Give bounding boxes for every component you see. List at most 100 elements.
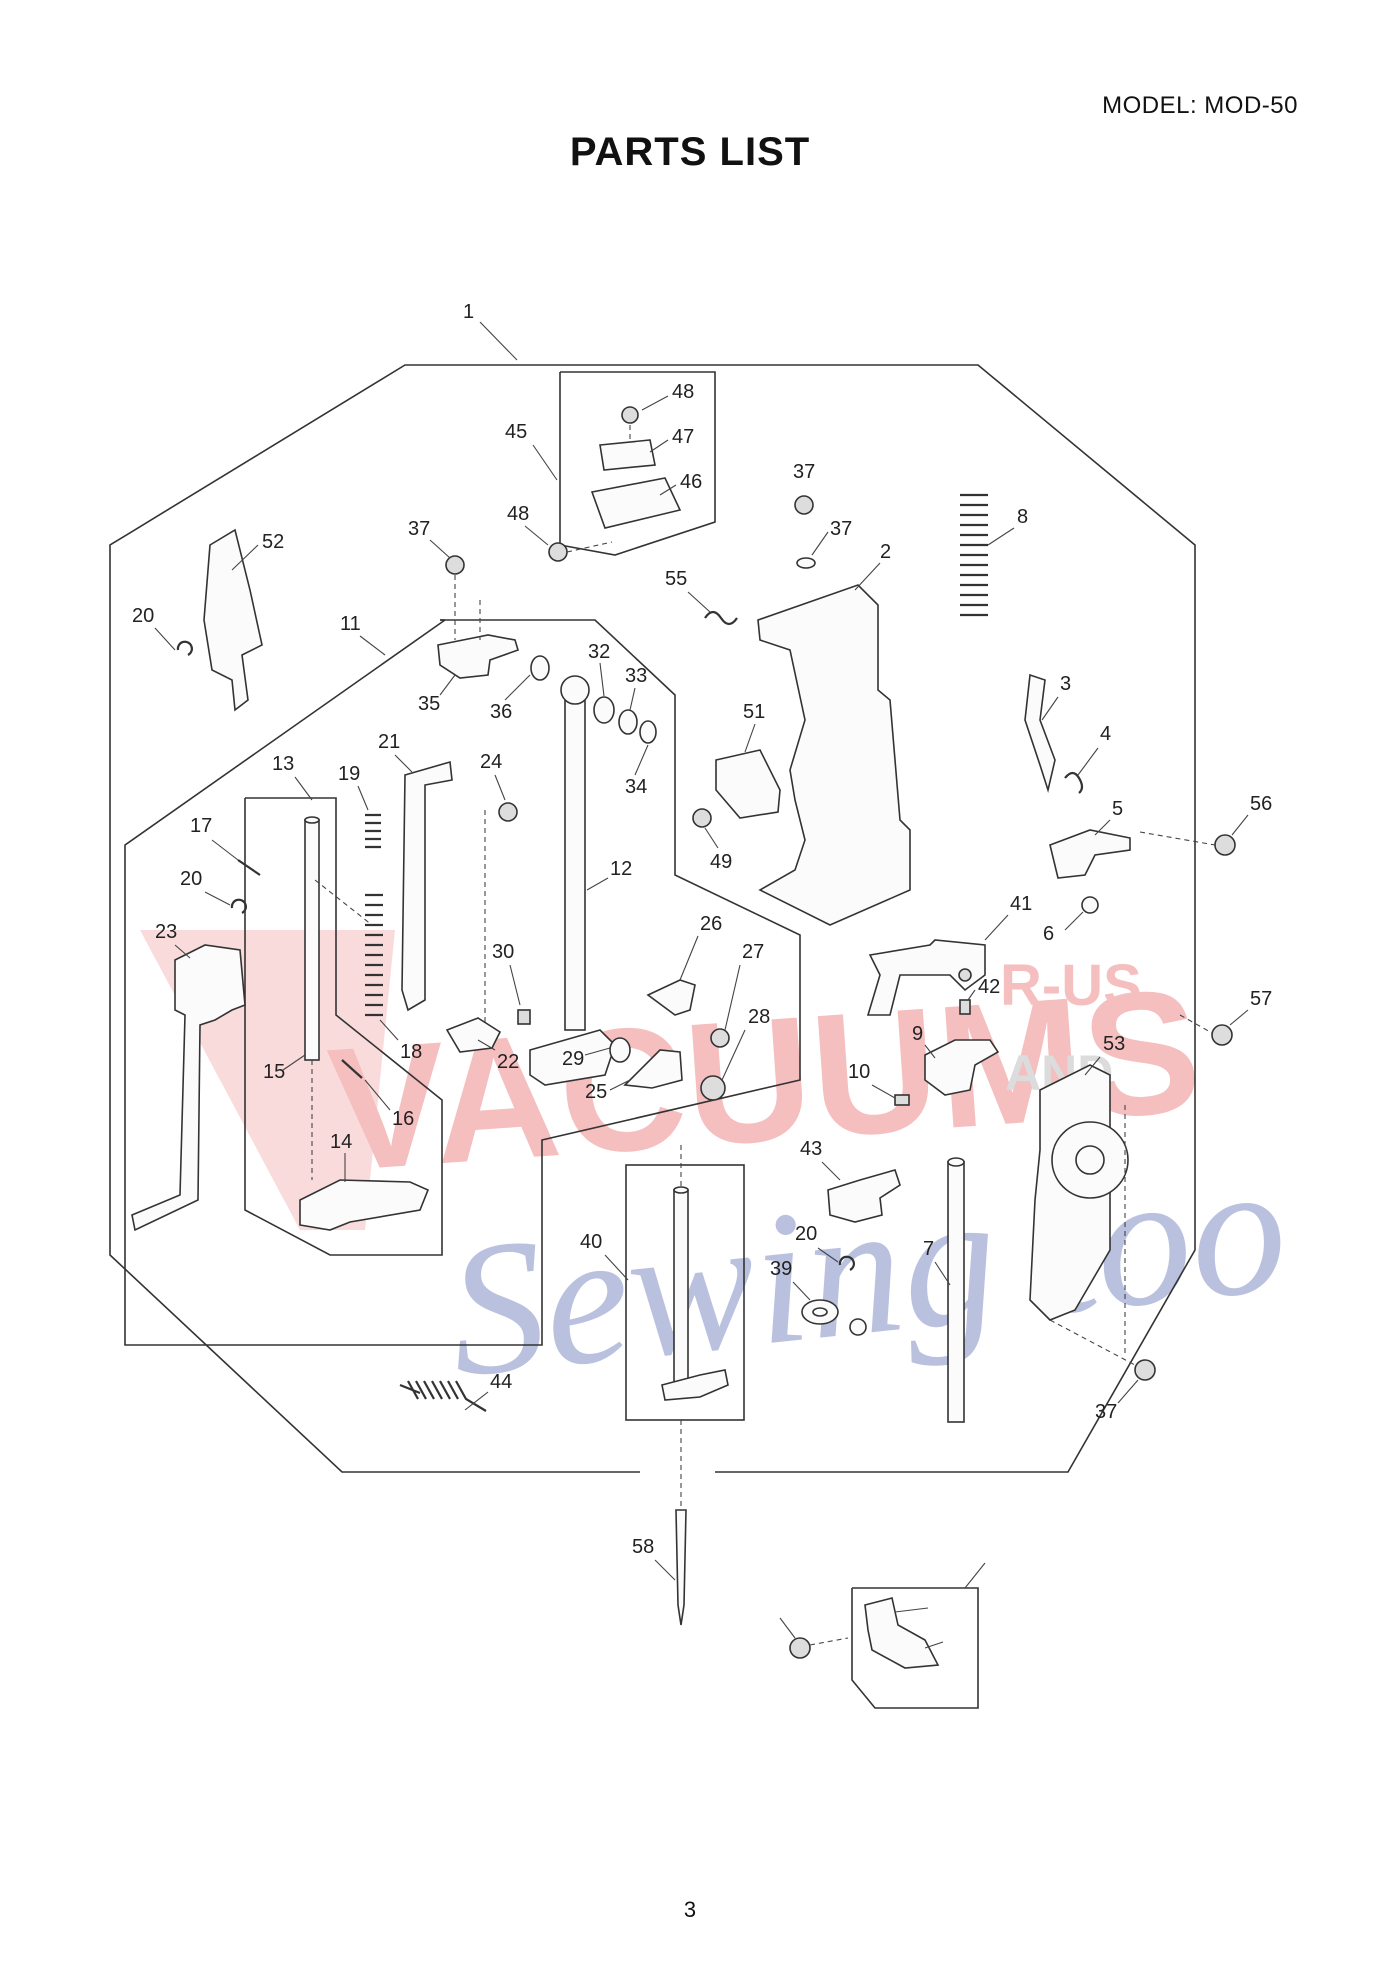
part-screw-10 [894,1094,910,1106]
svg-text:7: 7 [923,1238,934,1260]
svg-text:26: 26 [700,913,722,935]
callouts: 1 48 47 46 45 48 37 37 2 55 8 52 20 11 3… [132,301,1272,1649]
svg-text:57: 57 [1250,988,1272,1010]
callout-47: 48 [641,381,694,411]
svg-text:20: 20 [180,868,202,890]
callout-11: 11 [340,613,386,656]
part-screw-28 [700,1075,726,1101]
svg-text:27: 27 [742,941,764,963]
part-spring-8 [960,493,988,617]
part-shaft-7 [947,1157,965,1423]
part-screw-37-left [445,555,481,640]
callout-26: 26 [679,913,722,981]
part-lever-26 [646,979,696,1016]
part-screw-41 [959,999,971,1015]
part-spring-18 [365,893,383,1017]
svg-text:52: 52 [262,531,284,553]
part-thread-tension-plate [590,406,682,529]
svg-text:35: 35 [418,693,440,715]
svg-text:42: 42 [978,976,1000,998]
callout-18: 18 [379,1019,422,1063]
callout-9: 9 [912,1023,936,1059]
callout-36: 37 [811,518,852,556]
part-e-ring-20-top-left [176,640,193,656]
svg-text:15: 15 [263,1061,285,1083]
svg-text:10: 10 [848,1061,870,1083]
part-screw-48-top [548,541,613,562]
callout-41: 42 [967,976,1000,1001]
part-thread-guide-50 [203,528,263,712]
callout-30: 30 [492,941,521,1006]
svg-text:2: 2 [880,541,891,563]
part-frame-2 [757,495,911,926]
callout-37-left: 37 [408,518,451,559]
part-bracket-40 [866,939,986,1016]
callout-39: 40 [580,1231,629,1281]
svg-text:9: 9 [912,1023,923,1045]
callout-3: 3 [1041,673,1071,721]
svg-text:55: 55 [665,568,687,590]
callout-53-upper: 56 [1231,793,1272,836]
part-bracket-14 [299,1179,430,1231]
subframe-needle-clamp [625,1164,745,1421]
callout-55 [964,1562,986,1589]
svg-text:4: 4 [1100,723,1111,745]
svg-text:14: 14 [330,1131,352,1153]
callout-25: 25 [585,1079,631,1103]
subframe-thread-guide [559,371,716,556]
callout-10: 10 [848,1061,896,1099]
callout-22: 22 [477,1039,519,1073]
part-spring-4 [1064,771,1084,794]
part-pin-16 [341,1059,363,1079]
svg-text:33: 33 [625,665,647,687]
callout-7: 7 [923,1238,951,1286]
watermark-line2: R-US [1000,953,1142,1018]
svg-text:13: 13 [272,753,294,775]
callout-12: 12 [586,858,632,891]
svg-text:6: 6 [1043,923,1054,945]
svg-text:19: 19 [338,763,360,785]
svg-text:8: 8 [1017,506,1028,528]
svg-text:43: 43 [800,1138,822,1160]
svg-text:17: 17 [190,815,212,837]
subframe-needle-bar [124,619,801,1346]
callout-58 [779,1617,796,1639]
svg-text:48: 48 [672,381,694,403]
callout-21: 21 [378,731,413,773]
part-screw-27 [710,1028,730,1048]
callout-52: 55 [665,568,711,613]
svg-text:45: 45 [505,421,527,443]
part-pin-17 [237,859,261,876]
svg-text:20: 20 [132,605,154,627]
callout-56 [924,1641,944,1649]
svg-text:1: 1 [463,301,474,323]
svg-text:28: 28 [748,1006,770,1028]
subframe-presser-bar [244,797,443,1256]
svg-text:16: 16 [392,1108,414,1130]
callout-43: 44 [464,1371,512,1411]
callout-16: 16 [364,1079,414,1130]
callout-23: 23 [155,921,191,959]
callout-49: 51 [743,701,765,753]
svg-text:23: 23 [155,921,177,943]
callout-6: 6 [1043,911,1084,945]
main-frame [109,364,1196,1473]
part-needle-54 [675,1420,687,1626]
part-screw-53-lower [1179,1014,1233,1046]
callout-27: 27 [724,941,764,1031]
svg-text:37: 37 [793,461,815,483]
part-plate-22 [445,1017,502,1053]
part-washers-32-35 [530,655,657,744]
part-lever-5 [1049,829,1131,879]
svg-text:36: 36 [490,701,512,723]
callout-20-top-left: 20 [132,605,176,651]
part-bracket-31 [437,634,519,679]
callout-48-top: 48 [507,503,549,546]
callout-28: 28 [721,1006,770,1081]
page-number: 3 [683,1897,697,1922]
svg-text:11: 11 [340,613,361,635]
part-screw-53-upper [1139,831,1236,856]
svg-text:47: 47 [672,426,694,448]
part-washer-38 [801,1299,867,1336]
callout-42: 43 [800,1138,841,1181]
